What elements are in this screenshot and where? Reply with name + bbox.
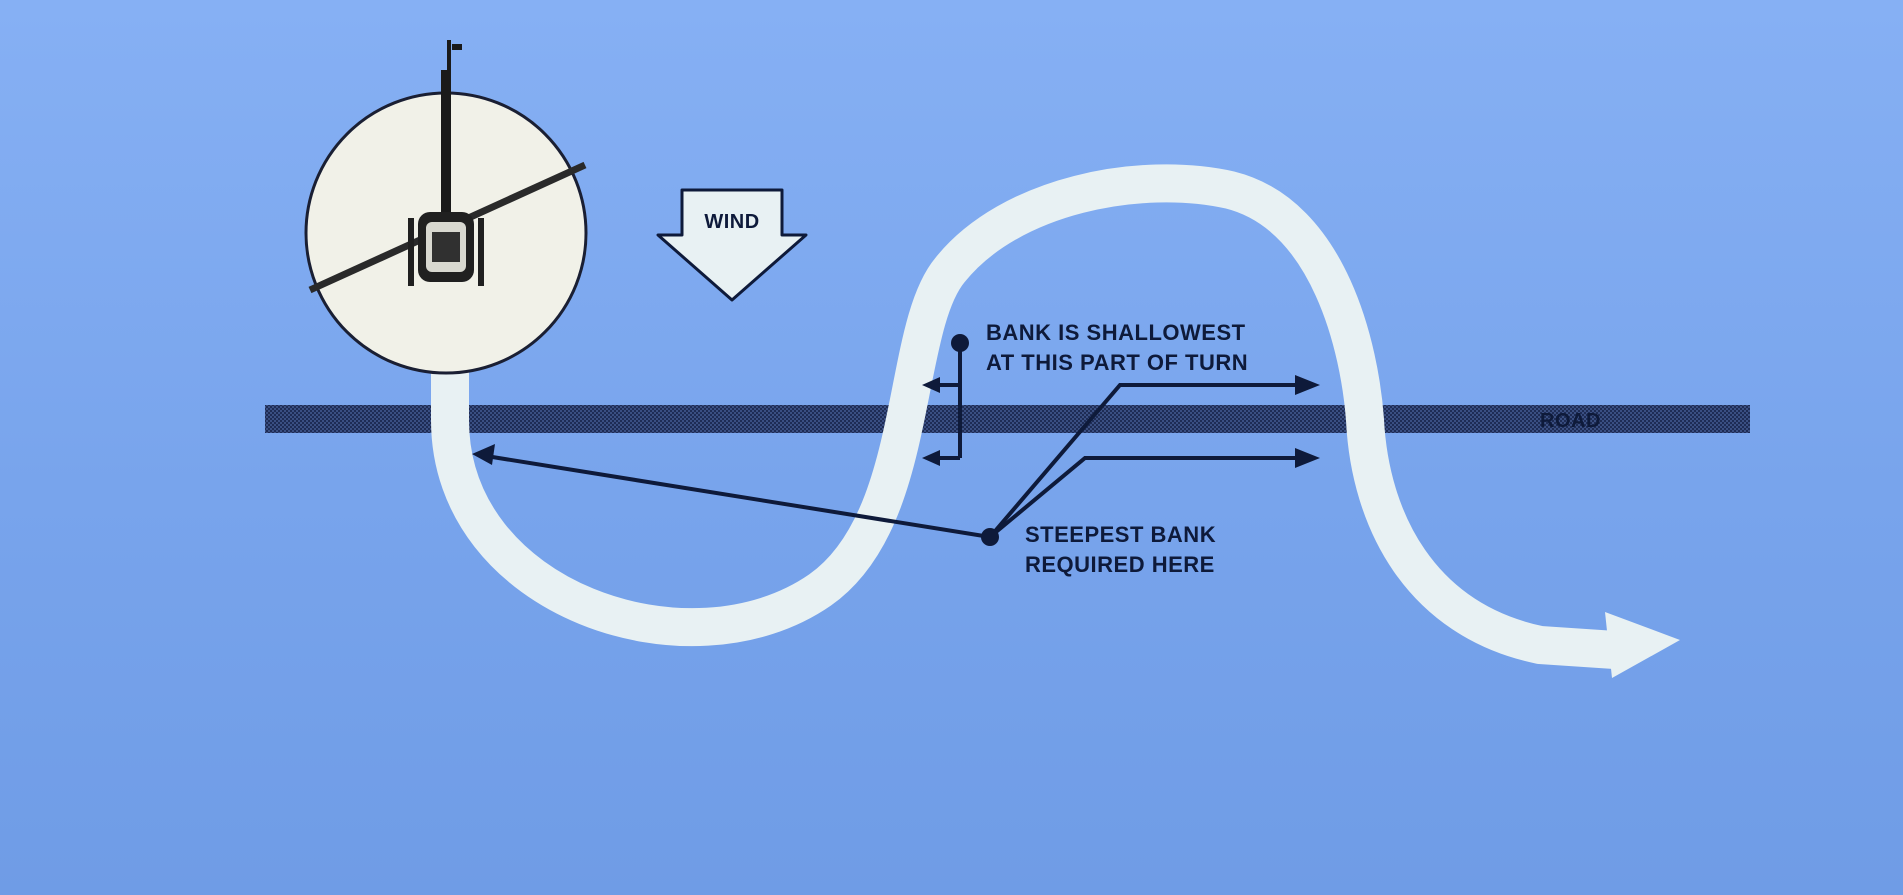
wind-arrow-down-icon: WIND: [656, 188, 808, 302]
wind-label: WIND: [704, 211, 759, 233]
steepest-bank-leaders: [472, 375, 1320, 546]
steepest-bank-label-line2: REQUIRED HERE: [1025, 552, 1215, 577]
shallowest-bank-label-line2: AT THIS PART OF TURN: [986, 350, 1248, 375]
shallowest-bank-marker: [922, 334, 969, 466]
ground-track-path: [431, 164, 1680, 678]
road-label: ROAD: [1540, 410, 1601, 432]
path-arrowhead: [1605, 612, 1680, 678]
helicopter-icon: [304, 40, 588, 375]
steepest-bank-label-line1: STEEPEST BANK: [1025, 522, 1216, 547]
road-band: [265, 405, 1750, 433]
shallowest-bank-label-line1: BANK IS SHALLOWEST: [986, 320, 1246, 345]
